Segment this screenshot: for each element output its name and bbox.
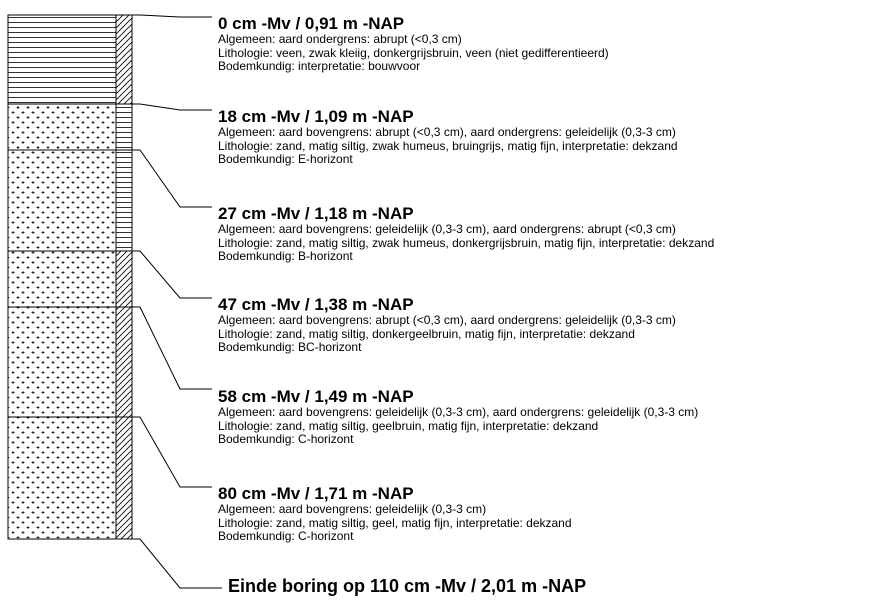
- layer-algemeen: Algemeen: aard bovengrens: abrupt (<0,3 …: [218, 125, 676, 139]
- layer-2-main-fill: [7, 149, 117, 252]
- layer-5-main-fill: [7, 416, 117, 540]
- layer-lithologie: Lithologie: zand, matig siltig, zwak hum…: [218, 138, 678, 153]
- layer-bodemkundig: Bodemkundig: B-horizont: [218, 249, 353, 263]
- layer-3-side-fill: [115, 250, 133, 308]
- leader-line-4: [8, 306, 212, 390]
- layer-algemeen: Algemeen: aard bovengrens: geleidelijk (…: [218, 222, 676, 236]
- layer-algemeen: Algemeen: aard bovengrens: abrupt (<0,3 …: [218, 313, 676, 327]
- leader-line-3: [8, 250, 212, 299]
- layer-lithologie: Lithologie: zand, matig siltig, geelbrui…: [218, 418, 599, 433]
- layer-1-main-fill: [7, 103, 117, 151]
- layer-depth-title: 27 cm -Mv / 1,18 m -NAP: [218, 204, 414, 223]
- end-of-boring-label: Einde boring op 110 cm -Mv / 2,01 m -NAP: [228, 576, 587, 596]
- layer-4-main-fill: [7, 306, 117, 418]
- layer-4-side-fill: [115, 306, 133, 418]
- layer-lithologie: Lithologie: zand, matig siltig, zwak hum…: [218, 235, 715, 250]
- layer-lithologie: Lithologie: zand, matig siltig, geel, ma…: [218, 515, 572, 530]
- layer-1-side-fill: [115, 103, 133, 151]
- layer-0-main-fill: [7, 14, 117, 105]
- layer-lithologie: Lithologie: veen, zwak kleiig, donkergri…: [218, 45, 609, 60]
- leader-line-5: [8, 416, 212, 488]
- leader-line-0: [8, 14, 212, 18]
- leader-line-6: [8, 538, 222, 589]
- layer-3-main-fill: [7, 250, 117, 308]
- layer-0-side-fill: [115, 14, 133, 105]
- layer-depth-title: 58 cm -Mv / 1,49 m -NAP: [218, 387, 414, 406]
- layer-bodemkundig: Bodemkundig: C-horizont: [218, 432, 354, 446]
- leader-line-2: [8, 149, 212, 208]
- layer-bodemkundig: Bodemkundig: C-horizont: [218, 529, 354, 543]
- layer-5-side-fill: [115, 416, 133, 540]
- layer-algemeen: Algemeen: aard ondergrens: abrupt (<0,3 …: [218, 32, 462, 46]
- layer-2-side-fill: [115, 149, 133, 252]
- layer-bodemkundig: Bodemkundig: E-horizont: [218, 152, 353, 166]
- layer-algemeen: Algemeen: aard bovengrens: geleidelijk (…: [218, 502, 487, 516]
- layer-depth-title: 80 cm -Mv / 1,71 m -NAP: [218, 484, 414, 503]
- layer-depth-title: 47 cm -Mv / 1,38 m -NAP: [218, 295, 414, 314]
- layer-bodemkundig: Bodemkundig: BC-horizont: [218, 340, 362, 354]
- layer-depth-title: 18 cm -Mv / 1,09 m -NAP: [218, 107, 414, 126]
- layer-depth-title: 0 cm -Mv / 0,91 m -NAP: [218, 14, 405, 33]
- layer-bodemkundig: Bodemkundig: interpretatie: bouwvoor: [218, 59, 421, 73]
- layer-algemeen: Algemeen: aard bovengrens: geleidelijk (…: [218, 405, 699, 419]
- layer-lithologie: Lithologie: zand, matig siltig, donkerge…: [218, 326, 635, 341]
- leader-line-1: [8, 103, 212, 111]
